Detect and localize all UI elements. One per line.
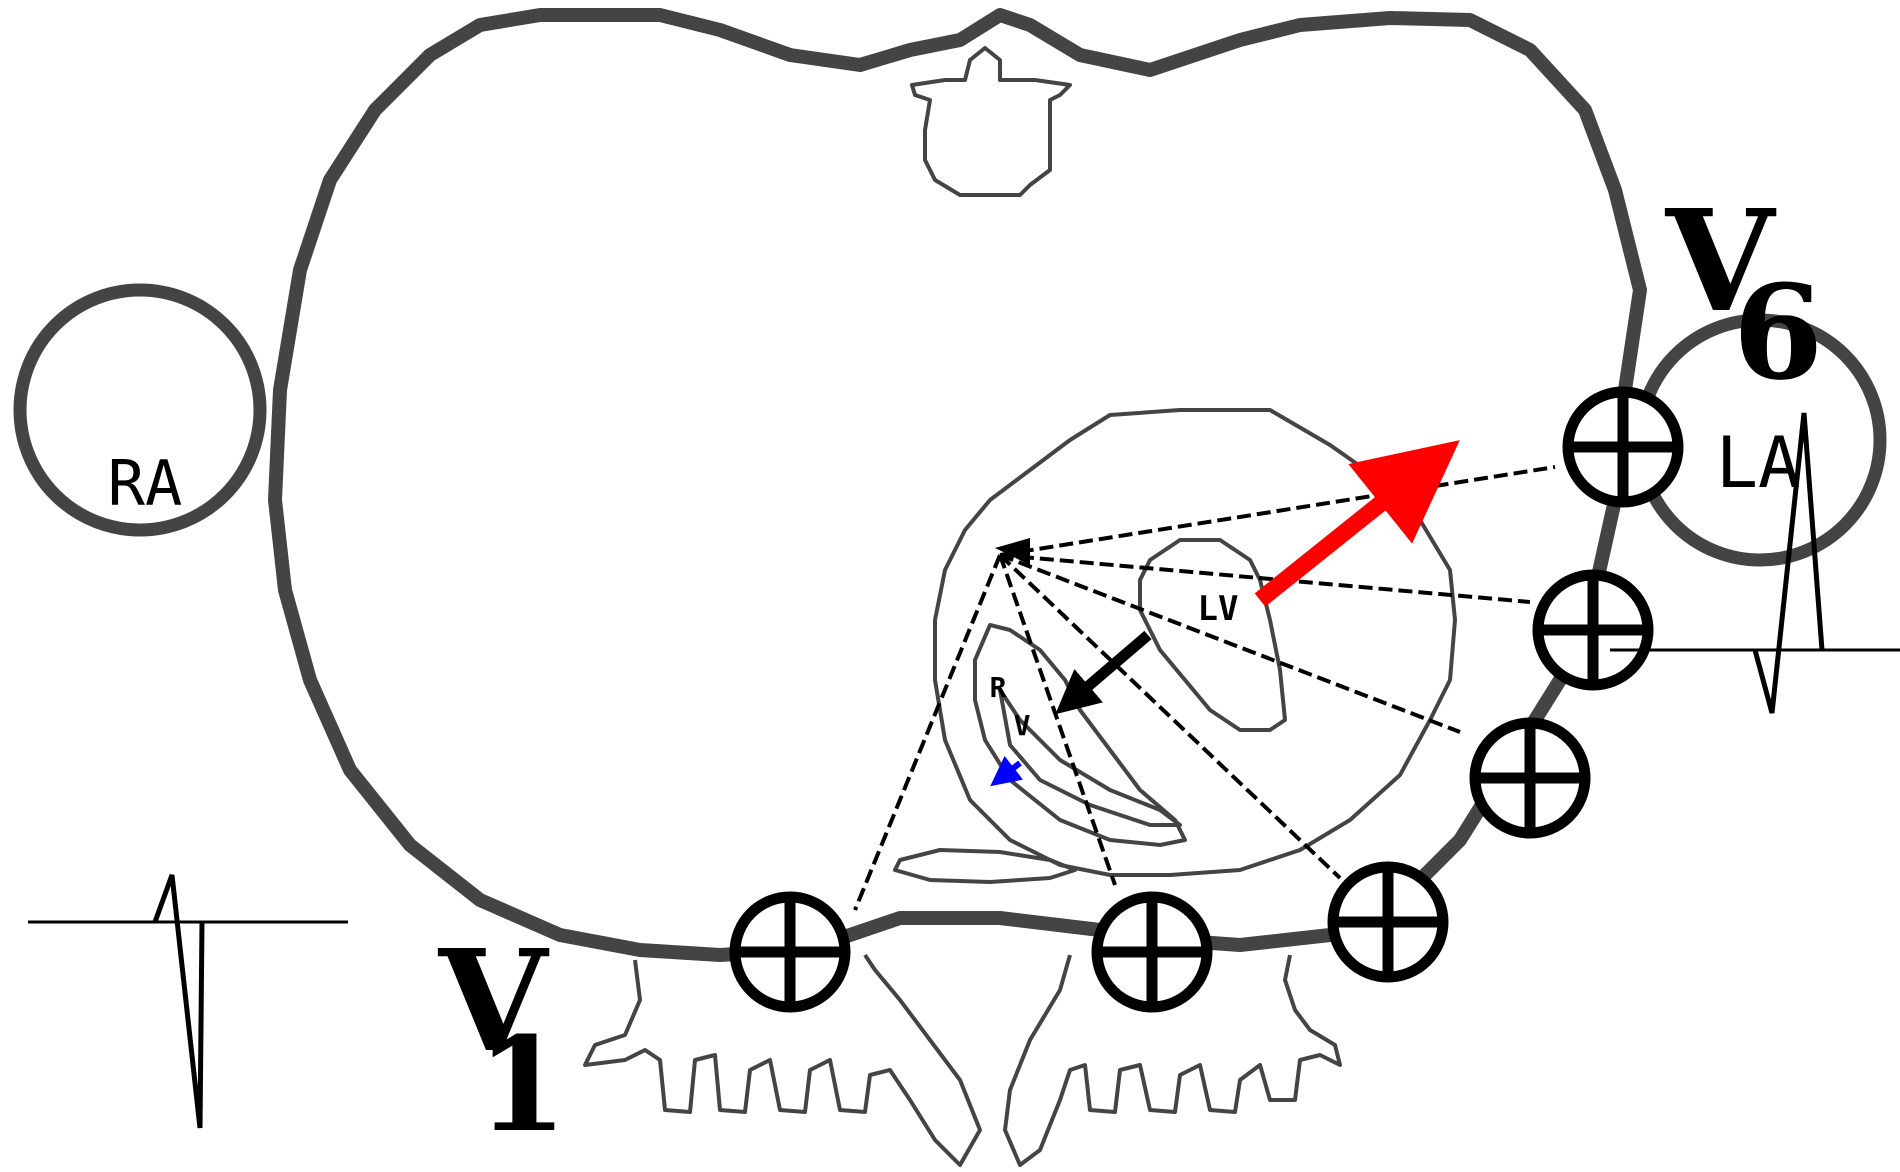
electrode-v2 — [1097, 897, 1207, 1007]
heart-outline — [935, 410, 1455, 875]
lead-line-v6 — [1000, 467, 1555, 555]
left-arm-label: LA — [1716, 422, 1800, 504]
electrode-v5 — [1538, 575, 1648, 685]
lower-chamber-outline — [895, 850, 1075, 882]
spine-outline — [912, 48, 1070, 195]
right-arm-label: RA — [108, 447, 183, 520]
left-ventricle-vector-arrow — [1260, 472, 1420, 600]
v1-qrs-complex — [155, 875, 202, 1128]
v1-ecg-trace — [28, 875, 348, 1128]
lead-line-v1 — [855, 555, 1000, 910]
lead-line-v3 — [1000, 555, 1340, 878]
lead-v6-number: 6 — [1733, 256, 1823, 409]
right-ventricle-label-v: V — [1014, 709, 1031, 742]
lead-v1-number: 1 — [477, 1008, 567, 1161]
left-ventricle-label: LV — [1198, 589, 1239, 629]
right-ventricle-vector-arrow — [1072, 635, 1148, 700]
electrode-v1 — [735, 897, 845, 1007]
electrode-v6 — [1568, 392, 1678, 502]
lead-line-v4 — [1000, 555, 1460, 732]
right-ventricle-label-r: R — [990, 671, 1007, 704]
electrode-v3 — [1333, 867, 1443, 977]
electrode-v4 — [1475, 723, 1585, 833]
